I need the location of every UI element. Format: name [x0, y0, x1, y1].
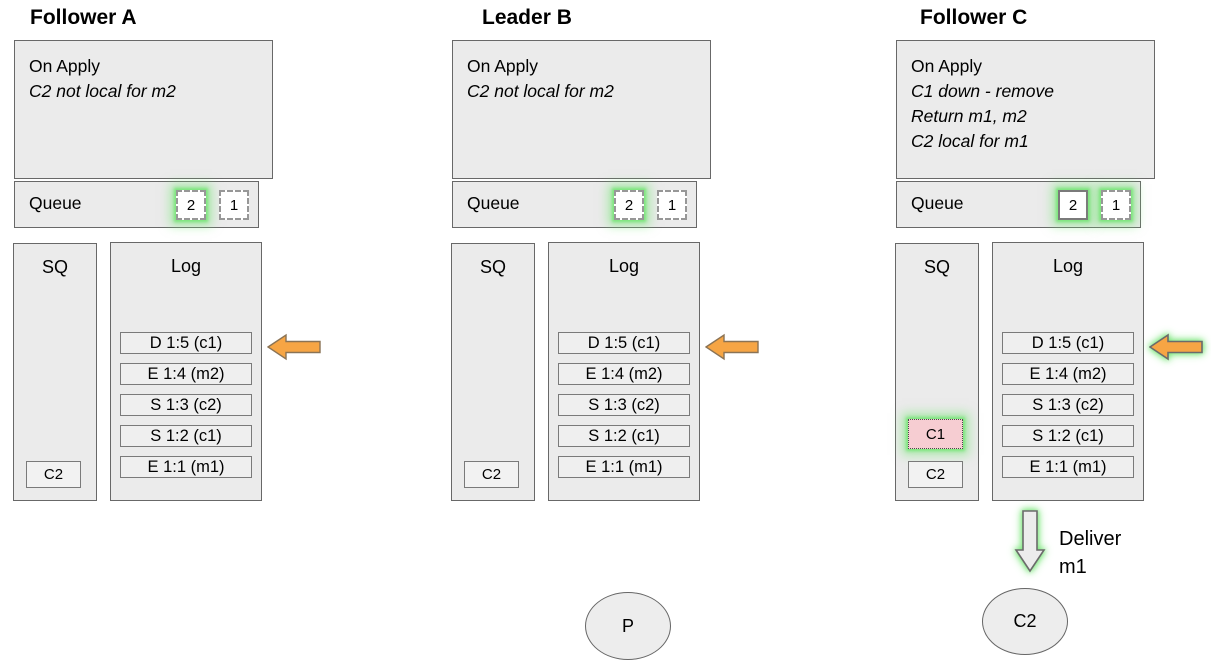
log-entries: D 1:5 (c1) E 1:4 (m2) S 1:3 (c2) S 1:2 (… — [558, 332, 690, 487]
log-label: Log — [1052, 256, 1084, 276]
sq-box: SQ C1 C2 — [895, 243, 979, 501]
log-entry: D 1:5 (c1) — [558, 332, 690, 354]
log-entry: E 1:1 (m1) — [120, 456, 252, 478]
log-entry: E 1:1 (m1) — [1002, 456, 1134, 478]
log-entry: D 1:5 (c1) — [120, 332, 252, 354]
log-box: Log D 1:5 (c1) E 1:4 (m2) S 1:3 (c2) S 1… — [992, 242, 1144, 501]
deliver-arrow-icon — [1014, 510, 1046, 573]
node-follower-c: Follower C On Apply C1 down - remove Ret… — [895, 0, 1211, 669]
node-title: Leader B — [482, 6, 572, 29]
log-entry: S 1:3 (c2) — [120, 394, 252, 416]
deliver-label-line: Deliver — [1059, 528, 1122, 550]
queue-box: Queue 2 1 — [452, 181, 697, 228]
queue-box: Queue 2 1 — [896, 181, 1141, 228]
node-follower-a: Follower A On Apply C2 not local for m2 … — [13, 0, 344, 669]
log-entries: D 1:5 (c1) E 1:4 (m2) S 1:3 (c2) S 1:2 (… — [1002, 332, 1134, 487]
log-entry: S 1:3 (c2) — [558, 394, 690, 416]
on-apply-heading: On Apply — [911, 56, 983, 76]
queue-slot-1: 1 — [219, 190, 249, 220]
on-apply-note: C2 local for m1 — [911, 131, 1029, 151]
node-title: Follower A — [30, 6, 137, 29]
sq-item-removed: C1 — [908, 419, 963, 449]
deliver-label: Deliver m1 — [1059, 525, 1121, 581]
queue-label: Queue — [29, 193, 82, 213]
sq-item: C2 — [464, 461, 519, 488]
queue-label: Queue — [467, 193, 520, 213]
on-apply-note: C2 not local for m2 — [467, 81, 614, 101]
apply-arrow-icon — [705, 333, 759, 361]
log-entry: D 1:5 (c1) — [1002, 332, 1134, 354]
sq-label: SQ — [923, 257, 950, 277]
log-box: Log D 1:5 (c1) E 1:4 (m2) S 1:3 (c2) S 1… — [110, 242, 262, 501]
on-apply-box: On Apply C1 down - remove Return m1, m2 … — [896, 40, 1155, 179]
log-entries: D 1:5 (c1) E 1:4 (m2) S 1:3 (c2) S 1:2 (… — [120, 332, 252, 487]
on-apply-note: C1 down - remove — [911, 81, 1054, 101]
log-label: Log — [608, 256, 640, 276]
sq-item: C2 — [908, 461, 963, 488]
on-apply-heading: On Apply — [467, 56, 539, 76]
log-entry: E 1:4 (m2) — [558, 363, 690, 385]
queue-slot-2: 2 — [1058, 190, 1088, 220]
deliver-label-line: m1 — [1059, 556, 1087, 578]
sq-box: SQ C2 — [13, 243, 97, 501]
queue-box: Queue 2 1 — [14, 181, 259, 228]
log-entry: S 1:2 (c1) — [120, 425, 252, 447]
log-entry: S 1:2 (c1) — [1002, 425, 1134, 447]
queue-slot-2: 2 — [614, 190, 644, 220]
on-apply-heading: On Apply — [29, 56, 101, 76]
apply-arrow-icon — [267, 333, 321, 361]
on-apply-note: Return m1, m2 — [911, 106, 1027, 126]
on-apply-box: On Apply C2 not local for m2 — [14, 40, 273, 179]
apply-arrow-icon — [1149, 333, 1203, 361]
sq-label: SQ — [41, 257, 68, 277]
process-circle: C2 — [982, 588, 1068, 655]
log-entry: E 1:1 (m1) — [558, 456, 690, 478]
sq-item: C2 — [26, 461, 81, 488]
log-entry: S 1:2 (c1) — [558, 425, 690, 447]
queue-label: Queue — [911, 193, 964, 213]
node-title: Follower C — [920, 6, 1028, 29]
on-apply-box: On Apply C2 not local for m2 — [452, 40, 711, 179]
queue-slot-1: 1 — [1101, 190, 1131, 220]
node-leader-b: Leader B On Apply C2 not local for m2 Qu… — [451, 0, 782, 669]
queue-slot-1: 1 — [657, 190, 687, 220]
queue-slot-2: 2 — [176, 190, 206, 220]
log-box: Log D 1:5 (c1) E 1:4 (m2) S 1:3 (c2) S 1… — [548, 242, 700, 501]
log-entry: S 1:3 (c2) — [1002, 394, 1134, 416]
on-apply-note: C2 not local for m2 — [29, 81, 176, 101]
log-label: Log — [170, 256, 202, 276]
sq-label: SQ — [479, 257, 506, 277]
log-entry: E 1:4 (m2) — [120, 363, 252, 385]
sq-box: SQ C2 — [451, 243, 535, 501]
process-circle: P — [585, 592, 671, 660]
log-entry: E 1:4 (m2) — [1002, 363, 1134, 385]
